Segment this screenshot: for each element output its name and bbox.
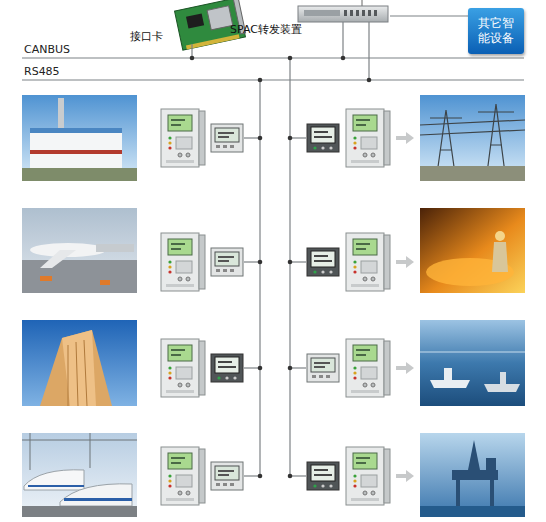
bus-label: CANBUS: [22, 43, 72, 56]
relay-units-left: [161, 109, 243, 505]
photo-airport: [22, 208, 137, 293]
photo-harbour: [420, 320, 525, 406]
junction-dots: [190, 56, 372, 479]
node-text: SPAC转发装置: [230, 23, 390, 37]
spac-device: [298, 0, 388, 22]
photo-steel-mill: [420, 208, 525, 293]
relay-units-right: [307, 109, 414, 505]
bus-label: RS485: [22, 65, 62, 78]
node-text: 其它智能设备: [476, 16, 516, 46]
device-label: SPAC转发装置: [230, 2, 390, 37]
photo-power-plant: [22, 95, 137, 181]
card-label: 接口卡: [130, 30, 163, 44]
photo-offshore: [420, 433, 525, 517]
connector: [390, 15, 468, 16]
photo-substation: [420, 95, 525, 181]
node-text: 接口卡: [130, 30, 163, 44]
photo-tower: [22, 320, 137, 406]
device-box: 其它智能设备: [468, 8, 524, 54]
photo-trains: [22, 433, 137, 517]
bus-wires: [22, 22, 524, 476]
